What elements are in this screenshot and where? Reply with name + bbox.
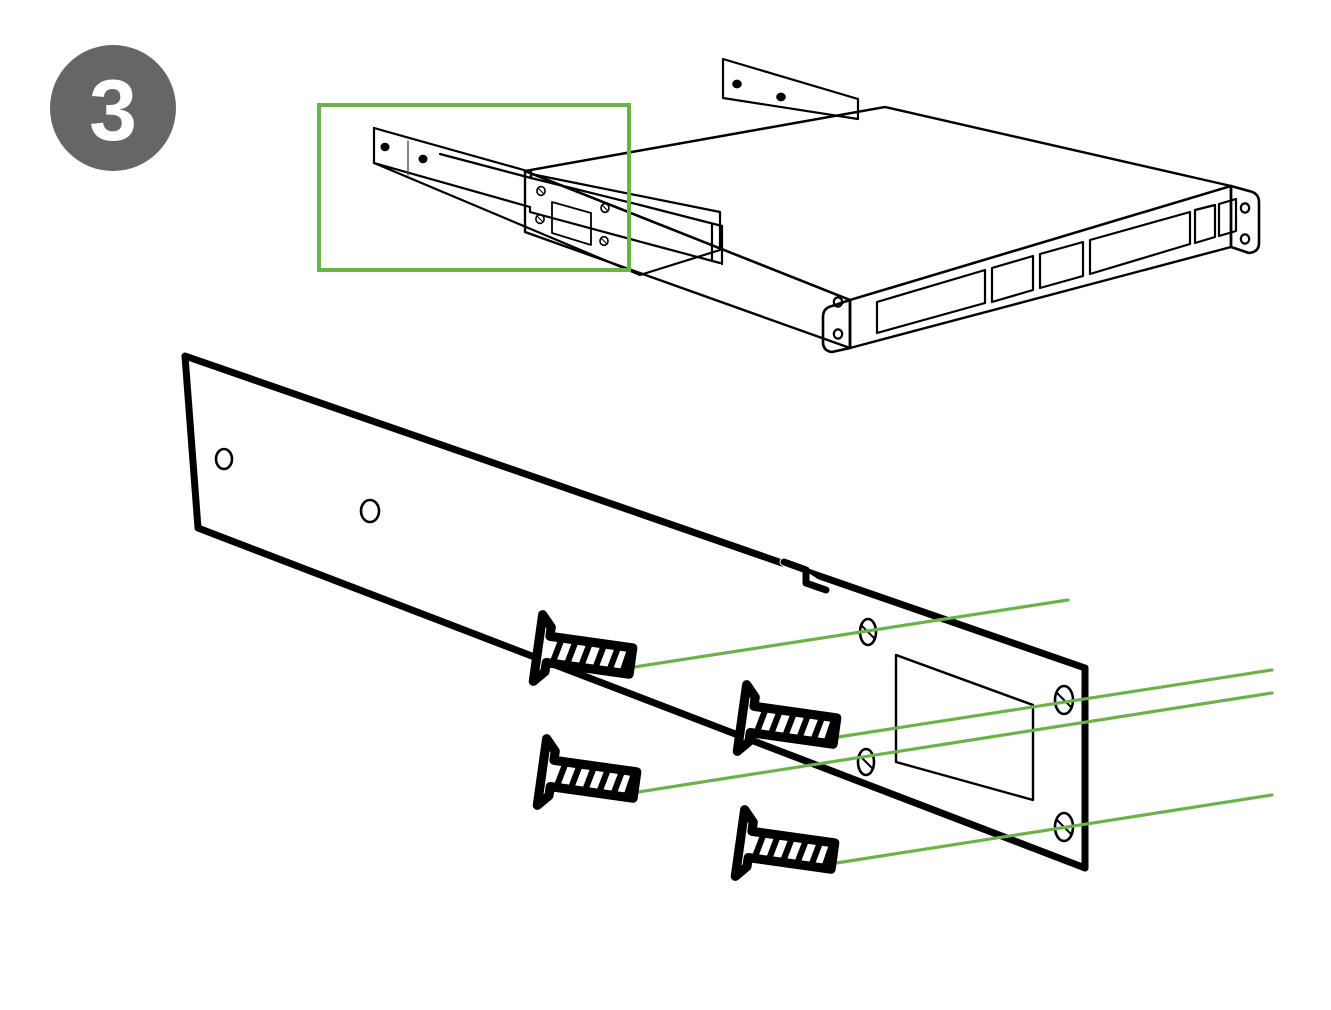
mounted-cs-hole-3 [600, 202, 610, 214]
bracket-hole-1 [214, 447, 234, 471]
bracket-window-inner-fold [895, 654, 1034, 706]
mounted-cs-hole-2 [535, 213, 545, 225]
mounted-bracket-body [372, 126, 642, 207]
front-cutout-4 [1088, 210, 1192, 276]
guide-line-4 [828, 793, 1274, 866]
guide-line-3 [630, 691, 1274, 795]
rack-ear-hole-left-bottom [832, 328, 844, 340]
screw-1 [533, 615, 635, 695]
bracket-window-cutout [894, 653, 1035, 802]
chassis-front-cutouts [875, 197, 1238, 335]
chassis-rack-ear-left [821, 298, 852, 354]
mounted-bracket-lower-edge-2 [643, 241, 722, 265]
loose-bracket-panel [181, 352, 1089, 872]
detail-highlight-box [317, 103, 631, 272]
front-cutout-3 [1038, 240, 1085, 290]
chassis-rack-ear-right [1229, 184, 1261, 255]
mounted-cs-hole-4 [599, 235, 609, 247]
front-cutout-5 [1193, 203, 1217, 245]
bracket-cs-hole-3 [856, 747, 876, 777]
front-cutout-2 [990, 254, 1035, 304]
mounted-bracket-face [372, 126, 722, 277]
mounted-bracket-upper-edge-2 [638, 203, 724, 228]
rack-ear-hole-right-bottom [1239, 233, 1251, 245]
guide-line-1 [626, 598, 1070, 670]
rack-ear-hole-left-top [832, 296, 844, 308]
alignment-guide-lines [626, 598, 1274, 866]
rear-bracket-hole-2 [776, 92, 786, 102]
bracket-notch-line [780, 558, 830, 594]
chassis-rear-edge-line [523, 105, 887, 173]
rack-chassis [523, 57, 1261, 354]
step-badge-circle [50, 45, 176, 171]
bracket-hole-2 [359, 498, 381, 524]
front-cutout-1 [875, 268, 987, 335]
screw-4 [735, 810, 837, 890]
mounted-bracket-lower-edge [372, 161, 647, 245]
mounted-bracket-right-cap [710, 222, 724, 266]
screw-3 [537, 739, 639, 819]
mounted-bracket-detail [372, 126, 724, 277]
rear-bracket-hole-1 [732, 79, 742, 89]
step-badge: 3 [50, 45, 176, 171]
guide-line-2 [830, 668, 1274, 740]
chassis-rear-bracket [721, 57, 860, 121]
front-cutout-6 [1217, 197, 1238, 238]
screws-group [533, 615, 839, 890]
mounted-window-cutout [551, 201, 592, 246]
mounted-cs-hole-1 [536, 185, 546, 197]
mounted-hole-2 [418, 154, 428, 164]
rack-ear-hole-right-top [1239, 202, 1251, 214]
step-number: 3 [89, 63, 137, 159]
mounted-hole-1 [380, 142, 390, 152]
